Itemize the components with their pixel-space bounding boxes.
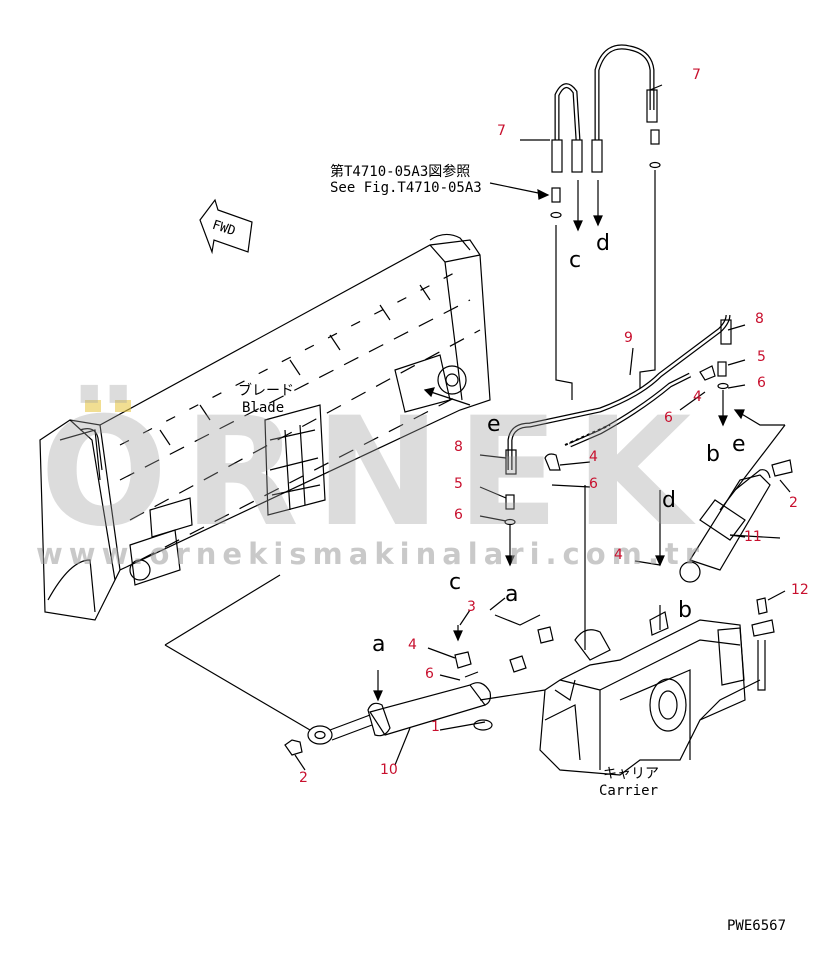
part-number: 1 [431, 719, 440, 735]
part-number: 8 [755, 311, 764, 327]
blade-label-jp: ブレード [238, 383, 294, 399]
part-number: 6 [664, 410, 673, 426]
part-number: 5 [454, 476, 463, 492]
watermark-logo-text: ÖRNEK [40, 386, 708, 560]
reference-en: See Fig.T4710-05A3 [330, 180, 482, 196]
part-number: 4 [408, 637, 417, 653]
part-number: 6 [589, 476, 598, 492]
cylinder-10-drawing [284, 670, 493, 756]
part-number: 11 [744, 529, 762, 545]
connection-letter: c [569, 248, 582, 273]
connection-letter: d [662, 488, 676, 513]
connection-letter: e [732, 432, 746, 457]
fwd-arrow-icon [199, 198, 253, 255]
part-number: 7 [692, 67, 701, 83]
carrier-drawing [539, 611, 761, 776]
connection-letter: b [706, 442, 720, 467]
part-number: 2 [299, 770, 308, 786]
watermark-accent-right [115, 400, 131, 412]
hose-7-drawing [550, 44, 661, 232]
connection-letter: a [505, 582, 519, 607]
carrier-label-en: Carrier [599, 783, 659, 799]
cylinder-11-drawing [679, 459, 793, 583]
connection-letter: c [449, 570, 462, 595]
hose-9-drawing [504, 314, 732, 567]
part-number: 8 [454, 439, 463, 455]
watermark-accent-left [85, 400, 101, 412]
part-number: 12 [791, 582, 809, 598]
blade-drawing [39, 233, 491, 621]
part-number: 3 [467, 599, 476, 615]
connection-letter: b [678, 598, 692, 623]
part-number: 9 [624, 330, 633, 346]
part-number: 10 [380, 762, 398, 778]
part-number: 2 [789, 495, 798, 511]
part-number: 5 [757, 349, 766, 365]
carrier-label-jp: キャリア [603, 766, 659, 782]
part-number: 7 [497, 123, 506, 139]
part-number: 6 [454, 507, 463, 523]
drawing-code: PWE6567 [727, 918, 787, 934]
reference-jp: 第T4710-05A3図参照 [330, 164, 471, 180]
part-number: 6 [425, 666, 434, 682]
connection-letter: d [596, 231, 610, 256]
watermark-url: www.ornekismakinalari.com.tr [36, 537, 706, 571]
blade-label-en: Blade [242, 400, 285, 416]
part-number: 4 [589, 449, 598, 465]
part-number: 4 [614, 547, 623, 563]
connection-letter: a [372, 632, 386, 657]
part-number: 6 [757, 375, 766, 391]
connection-letter: e [487, 412, 501, 437]
part-number: 4 [693, 389, 702, 405]
